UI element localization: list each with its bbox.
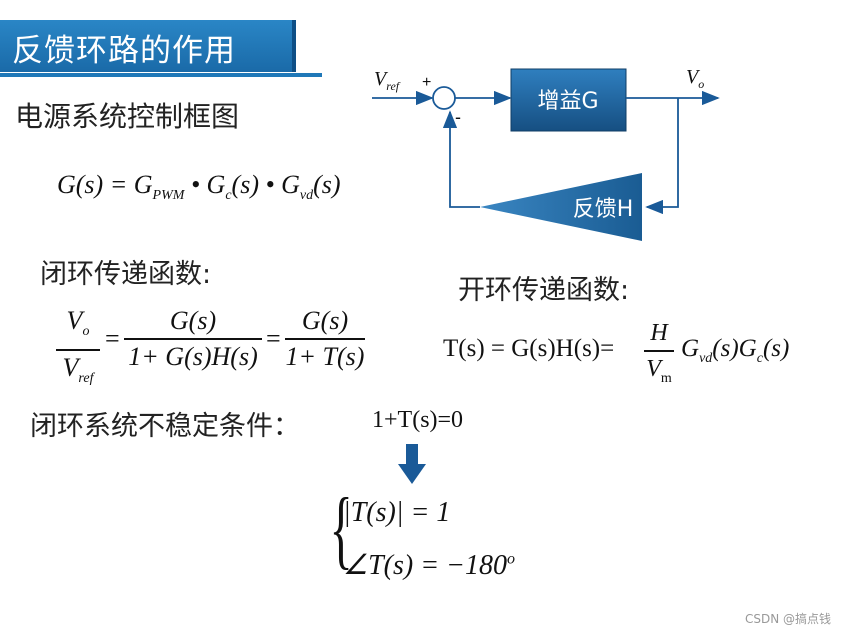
- title-bar: [0, 20, 296, 72]
- frac1-num: V: [66, 306, 83, 335]
- slide-title: 反馈环路的作用: [12, 33, 236, 69]
- open-loop-den: V: [646, 355, 661, 382]
- watermark: CSDN @搞点钱: [744, 612, 831, 626]
- input-label: Vref: [374, 68, 401, 93]
- open-loop-den-sub: m: [660, 370, 672, 386]
- gain-block: [510, 68, 627, 132]
- frac1-den-sub: ref: [78, 370, 94, 386]
- feedback-path-right: [645, 98, 679, 215]
- closed-loop-frac3: G(s) 1+ T(s): [285, 306, 365, 372]
- closed-loop-heading: 闭环传递函数:: [40, 259, 212, 290]
- feedback-block-label: 反馈H: [573, 197, 634, 222]
- phase-condition-text: ∠T(s) = −180: [343, 550, 508, 581]
- frac2-den: 1+ G(s)H(s): [128, 341, 258, 371]
- open-loop-rhs-b: (s)G: [712, 335, 757, 362]
- summing-junction: [432, 86, 456, 110]
- gain-equation: G(s) = GPWM • Gc(s) • Gvd(s): [57, 170, 341, 204]
- gain-block-label: 增益G: [537, 89, 598, 114]
- magnitude-condition: |T(s)| = 1: [343, 497, 451, 528]
- closed-loop-eq2: =: [266, 324, 281, 353]
- open-loop-lhs: T(s) = G(s)H(s)=: [443, 335, 615, 362]
- phase-condition: ∠T(s) = −180o: [343, 548, 515, 582]
- conditions-brace: {: [329, 481, 353, 578]
- open-loop-num: H: [650, 320, 668, 346]
- plus-sign: +: [422, 74, 431, 91]
- gain-eq-c-sub: c: [225, 188, 232, 203]
- instability-condition: 1+T(s)=0: [372, 407, 464, 433]
- open-loop-rhs-b-sub: c: [756, 351, 763, 366]
- frac3-den: 1+ T(s): [285, 341, 365, 371]
- gain-eq-vd-sub: vd: [299, 188, 314, 203]
- phase-degree-sup: o: [507, 550, 516, 568]
- closed-loop-eq1: =: [105, 324, 120, 353]
- open-loop-rhs-c: (s): [762, 335, 790, 362]
- closed-loop-frac2: G(s) 1+ G(s)H(s): [124, 306, 262, 372]
- closed-loop-frac1: Vo Vref: [56, 306, 100, 394]
- feedback-path-left: [442, 110, 480, 208]
- frac3-num: G(s): [301, 306, 349, 335]
- gain-eq-dot1: • G: [184, 170, 226, 199]
- frac1-num-sub: o: [82, 324, 90, 339]
- gain-eq-mid: (s) • G: [231, 170, 300, 199]
- title-underline: [0, 73, 322, 77]
- open-loop-rhs-a-sub: vd: [699, 351, 713, 366]
- gain-eq-end: (s): [313, 170, 341, 199]
- down-arrow-icon: [398, 444, 426, 484]
- feedback-block: [480, 173, 642, 241]
- block-diagram: Vref + - 增益G Vo 反馈H: [372, 66, 720, 241]
- open-loop-heading: 开环传递函数:: [458, 275, 630, 306]
- frac1-den: V: [62, 352, 79, 382]
- frac2-num: G(s): [169, 306, 217, 335]
- instability-heading: 闭环系统不稳定条件：: [30, 411, 300, 442]
- open-loop-rhs-a: G: [681, 335, 700, 362]
- open-loop-rhs: Gvd(s)Gc(s): [681, 335, 789, 367]
- gain-eq-lhs: G(s) = G: [57, 170, 153, 199]
- output-label: Vo: [686, 66, 704, 91]
- minus-sign: -: [455, 107, 461, 127]
- gain-eq-pwm-sub: PWM: [152, 188, 185, 203]
- open-loop-frac: H Vm: [644, 318, 674, 394]
- subtitle: 电源系统控制框图: [15, 100, 240, 133]
